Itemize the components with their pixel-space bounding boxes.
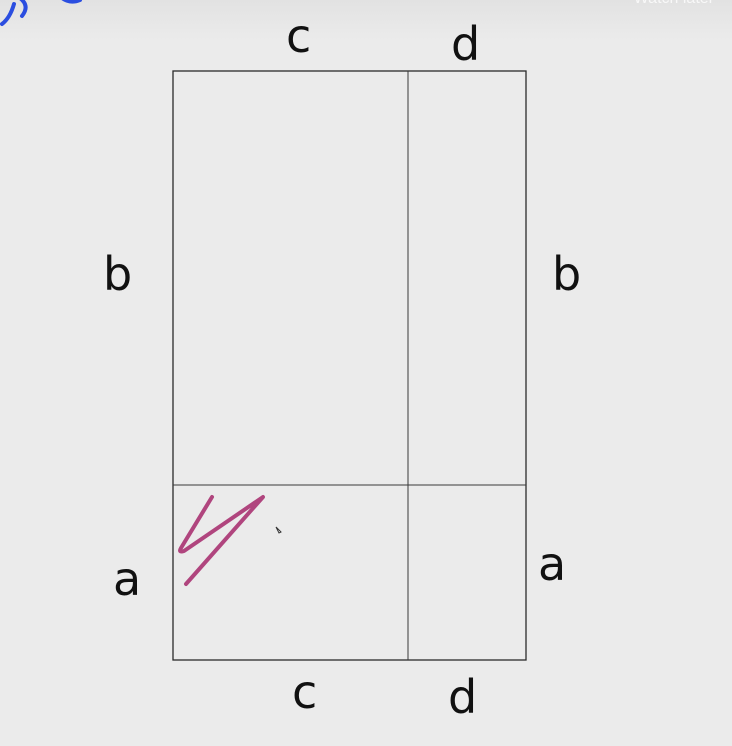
outer-rectangle: [172, 70, 527, 661]
watch-later-overlay[interactable]: Watch later: [634, 0, 714, 8]
label-left-b: b: [103, 247, 132, 301]
blue-scribble: [0, 0, 28, 26]
label-right-b: b: [552, 247, 581, 301]
label-bottom-d: d: [448, 670, 477, 724]
handwritten-four-mark: [178, 495, 265, 586]
blue-scribble-dot: [61, 0, 82, 4]
label-bottom-c: c: [292, 665, 317, 719]
pen-cursor-icon: [275, 526, 282, 534]
label-right-a: a: [538, 537, 566, 591]
label-top-c: c: [286, 9, 311, 63]
label-top-d: d: [451, 17, 480, 71]
label-left-a: a: [113, 552, 141, 606]
